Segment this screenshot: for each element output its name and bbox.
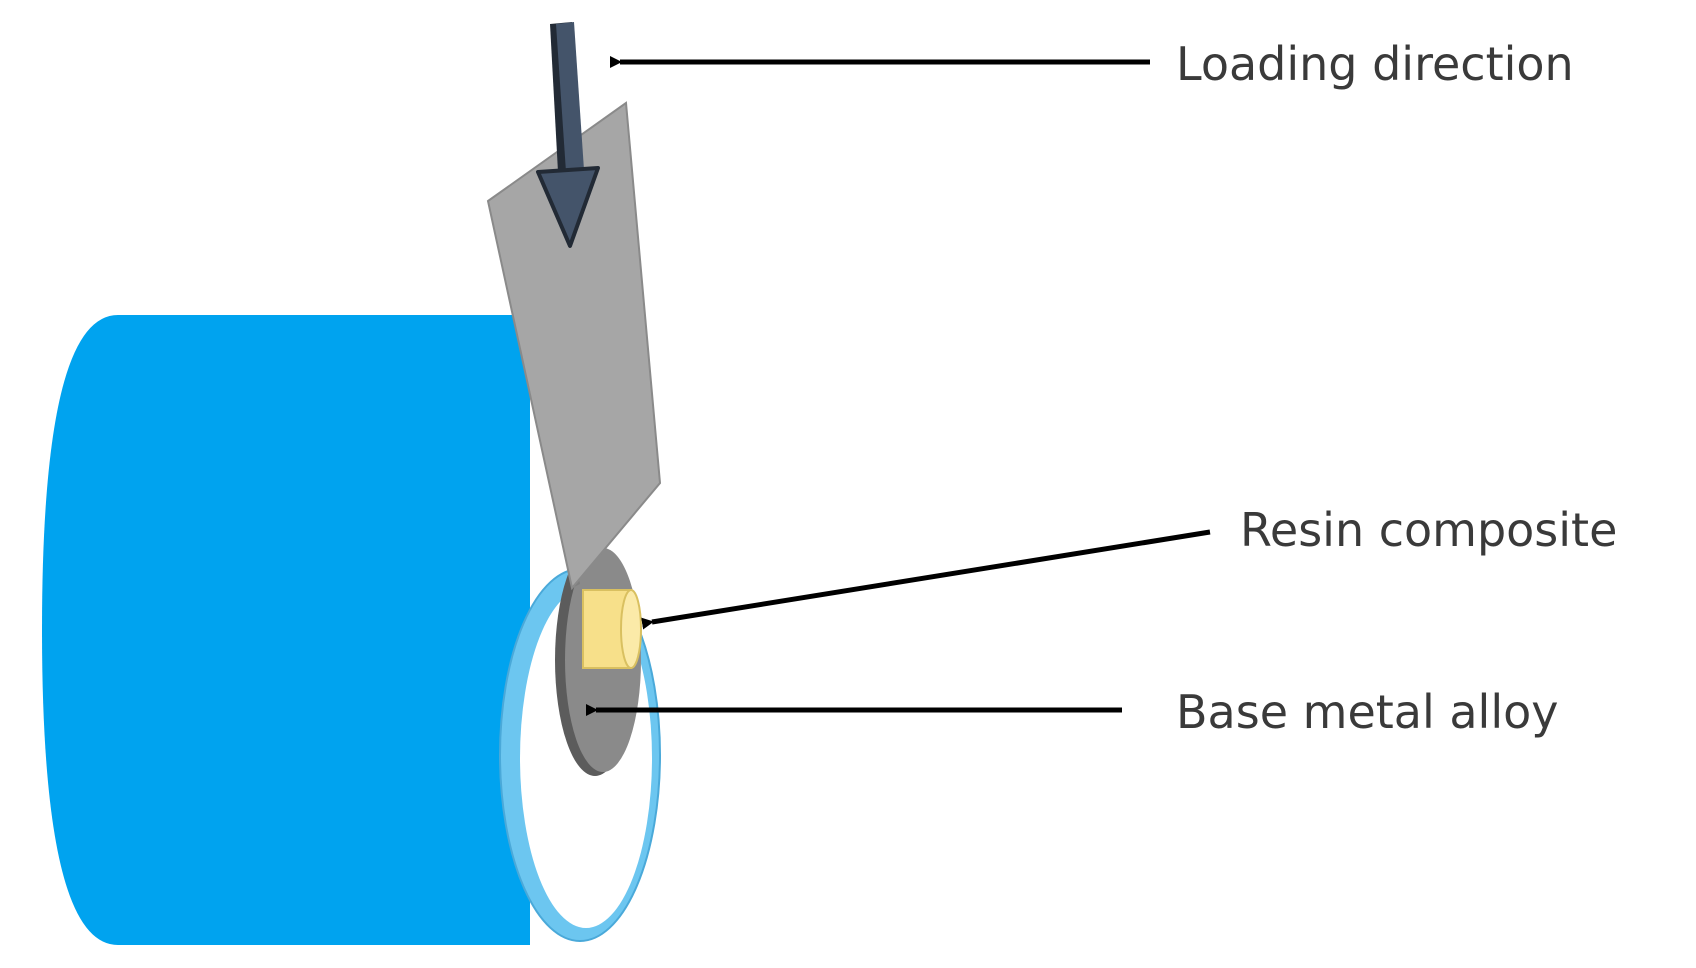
- resin-top: [620, 589, 642, 669]
- down-arrow-icon: [536, 22, 600, 248]
- label-resin-composite: Resin composite: [1240, 503, 1617, 557]
- label-loading-direction: Loading direction: [1176, 37, 1574, 91]
- leader-line-resin: [641, 529, 1211, 630]
- cylinder-body: [42, 315, 530, 945]
- arrow-head: [536, 166, 600, 248]
- arrow-shaft: [556, 22, 584, 172]
- label-base-metal-alloy: Base metal alloy: [1176, 685, 1559, 739]
- resin-composite-sample: [582, 589, 642, 669]
